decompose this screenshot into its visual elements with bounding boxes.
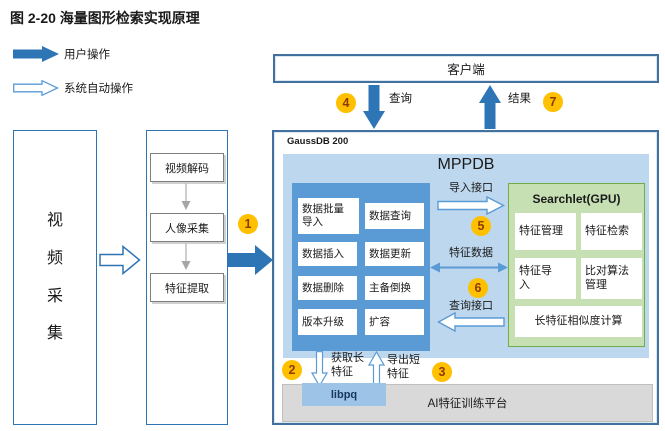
step-badge-5: 5 [471,216,491,236]
op-cell-batch-import: 数据批量 导入 [298,198,359,234]
op-cell-ha-switchover: 主备倒换 [365,276,424,300]
legend-auto-operation-label: 系统自动操作 [64,83,133,95]
result-up-arrow-icon [479,85,501,129]
searchlet-box: Searchlet(GPU) 特征管理 特征检索 特征导 入 比对算法 管理 长… [508,183,645,347]
video-capture-box: 视频采集 [13,130,97,425]
searchlet-label: Searchlet(GPU) [532,192,621,206]
client-box: 客户端 [273,54,659,83]
auto-arrow-to-pipeline-icon [99,245,141,275]
client-label: 客户端 [447,63,485,77]
query-label: 查询 [389,93,412,105]
feature-data-label: 特征数据 [449,247,493,259]
import-interface-label: 导入接口 [449,182,493,194]
pipeline-down-arrow-icon [181,183,191,210]
import-interface-arrow-icon [437,196,505,215]
pipeline-step-feature-extract: 特征提取 [150,273,224,302]
legend-user-operation-arrow-icon [13,46,59,62]
searchlet-cell-feature-import: 特征导 入 [515,258,576,299]
pipeline-step-face-capture: 人像采集 [150,213,224,242]
export-short-feature-up-arrow-icon [368,351,385,387]
op-cell-data-insert: 数据插入 [298,242,357,266]
op-cell-scale-out: 扩容 [365,309,424,335]
searchlet-cell-long-feature-similarity: 长特征相似度计算 [515,306,642,337]
legend-user-operation-label: 用户操作 [64,49,110,61]
ai-platform-label: AI特征训练平台 [427,398,508,410]
op-cell-data-query: 数据查询 [365,203,424,229]
query-interface-arrow-icon [437,312,505,332]
legend-auto-operation-arrow-icon [13,80,59,96]
pipeline-down-arrow-icon [181,243,191,270]
searchlet-cell-feature-search: 特征检索 [581,213,642,250]
libpq-label: libpq [330,388,358,401]
step-badge-4: 4 [336,93,356,113]
mppdb-ops-box: 数据批量 导入 数据查询 数据插入 数据更新 数据删除 主备倒换 版本升级 扩容 [292,183,430,351]
step-badge-2: 2 [282,360,302,380]
result-label: 结果 [508,93,531,105]
searchlet-cell-compare-algo-mgmt: 比对算法 管理 [581,258,642,299]
searchlet-cell-feature-mgmt: 特征管理 [515,213,576,250]
step-badge-7: 7 [543,92,563,112]
export-short-feature-label: 导出短 特征 [387,354,420,380]
pipeline-step-video-decode: 视频解码 [150,153,224,182]
get-long-feature-down-arrow-icon [311,351,328,387]
op-cell-version-upgrade: 版本升级 [298,309,357,335]
step-badge-1: 1 [238,214,258,234]
query-down-arrow-icon [363,85,385,129]
gaussdb-label: GaussDB 200 [287,136,349,147]
query-interface-label: 查询接口 [449,300,493,312]
mppdb-label: MPPDB [437,156,495,173]
get-long-feature-label: 获取长 特征 [331,352,364,378]
video-capture-label: 视频采集 [46,212,63,343]
step-badge-6: 6 [468,278,488,298]
op-cell-data-delete: 数据删除 [298,276,357,300]
feature-data-double-arrow-icon [430,262,508,273]
op-cell-data-update: 数据更新 [365,242,424,266]
figure-title: 图 2-20 海量图形检索实现原理 [10,10,200,26]
libpq-box: libpq [302,383,386,406]
user-arrow-to-gaussdb-icon [228,245,273,275]
step-badge-3: 3 [432,362,452,382]
